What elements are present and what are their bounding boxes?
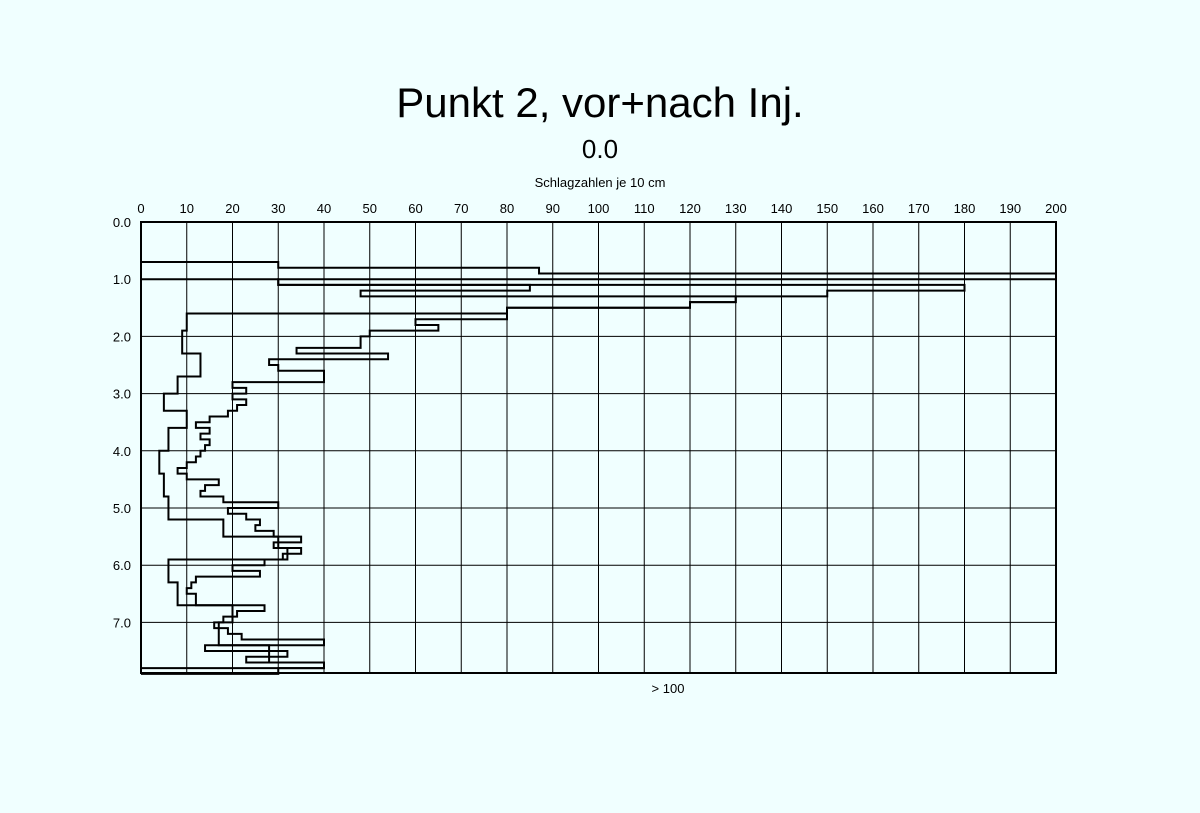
y-tick-label: 7.0 — [113, 615, 131, 630]
x-tick-label: 150 — [816, 201, 838, 216]
series-profile-line — [141, 278, 966, 675]
x-tick-label: 130 — [725, 201, 747, 216]
x-tick-label: 160 — [862, 201, 884, 216]
y-tick-label: 4.0 — [113, 444, 131, 459]
x-tick-label: 30 — [271, 201, 285, 216]
x-tick-label: 180 — [954, 201, 976, 216]
y-tick-label: 0.0 — [113, 215, 131, 230]
x-tick-label: 80 — [500, 201, 514, 216]
x-tick-label: 50 — [363, 201, 377, 216]
y-tick-label: 5.0 — [113, 501, 131, 516]
x-tick-label: 70 — [454, 201, 468, 216]
x-axis-label: Schlagzahlen je 10 cm — [534, 175, 666, 190]
plot-frame — [140, 221, 1057, 674]
chart-title: Punkt 2, vor+nach Inj. — [396, 79, 804, 126]
y-tick-label: 2.0 — [113, 329, 131, 344]
chart-annotation: > 100 — [651, 681, 685, 696]
x-tick-label: 40 — [317, 201, 331, 216]
x-tick-label: 200 — [1045, 201, 1067, 216]
x-tick-label: 90 — [546, 201, 560, 216]
y-tick-label: 3.0 — [113, 387, 131, 402]
y-tick-label: 1.0 — [113, 272, 131, 287]
x-tick-label: 190 — [999, 201, 1021, 216]
series-profile-line — [141, 261, 1057, 670]
x-tick-label: 110 — [634, 201, 655, 216]
x-tick-label: 170 — [908, 201, 930, 216]
x-tick-label: 100 — [588, 201, 610, 216]
chart-subtitle: 0.0 — [581, 134, 619, 164]
x-tick-label: 0 — [137, 201, 144, 216]
x-tick-label: 10 — [180, 201, 194, 216]
x-tick-label: 60 — [408, 201, 422, 216]
x-tick-label: 120 — [679, 201, 701, 216]
y-tick-label: 6.0 — [113, 558, 131, 573]
x-tick-label: 140 — [771, 201, 793, 216]
x-tick-label: 20 — [225, 201, 239, 216]
